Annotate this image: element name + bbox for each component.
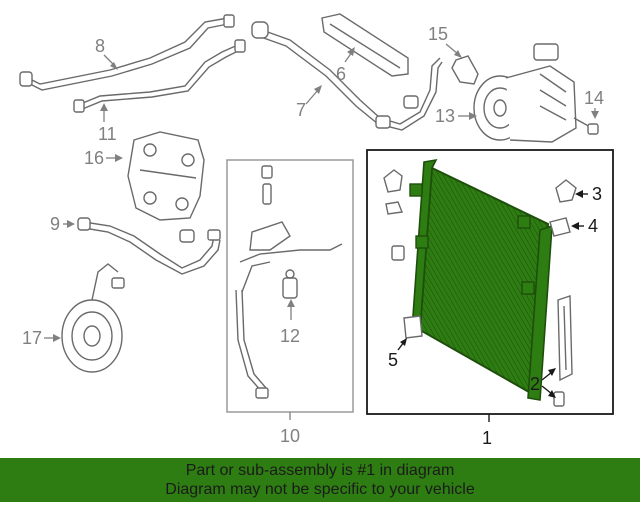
callout-14: 14 [584,88,604,119]
svg-text:14: 14 [584,88,604,108]
part-4-grommet[interactable] [385,201,571,237]
part-14-bolt[interactable] [573,117,599,135]
part-15-bracket[interactable] [451,55,479,85]
callout-16: 16 [84,148,123,168]
svg-text:1: 1 [482,428,492,448]
svg-text:8: 8 [95,36,105,56]
callout-3: 3 [575,184,602,204]
callout-1: 1 [482,428,492,448]
callout-7: 7 [296,85,322,120]
svg-text:11: 11 [98,124,117,144]
part-17-clutch[interactable] [61,263,125,373]
part-7-hose[interactable] [251,21,443,131]
callout-17: 17 [22,328,61,348]
svg-text:16: 16 [84,148,104,168]
callout-5: 5 [388,338,407,370]
svg-text:3: 3 [592,184,602,204]
callout-15: 15 [428,24,462,58]
group-box-10 [226,159,354,420]
svg-text:15: 15 [428,24,448,44]
svg-text:9: 9 [50,214,60,234]
callout-2: 2 [530,368,556,398]
callout-11: 11 [98,103,117,144]
group-box-1 [366,149,614,422]
part-11-hose[interactable] [73,39,246,113]
part-6-bracket[interactable] [321,13,409,77]
banner-line-1: Part or sub-assembly is #1 in diagram [185,462,455,479]
callout-12: 12 [280,299,300,346]
part-13-compressor[interactable] [473,43,577,143]
svg-text:4: 4 [588,216,598,236]
part-10-lines[interactable] [235,165,343,399]
callout-9: 9 [50,214,75,234]
svg-text:10: 10 [280,426,300,446]
svg-text:2: 2 [530,374,540,394]
callout-10: 10 [280,426,300,446]
callout-13: 13 [435,106,477,126]
part-3-bracket[interactable] [383,169,577,203]
part-8-hose[interactable] [19,14,235,91]
part-5-mount[interactable] [391,245,423,339]
part-2-receiver-drier[interactable] [553,295,573,407]
svg-text:17: 17 [22,328,42,348]
banner-line-2: Diagram may not be specific to your vehi… [165,481,475,498]
part-16-bracket[interactable] [127,131,205,221]
parts-diagram: 8 11 7 6 15 [19,13,614,448]
callout-6: 6 [336,47,355,84]
part-9-hose[interactable] [77,217,221,275]
svg-text:5: 5 [388,350,398,370]
part-1-condenser[interactable] [409,158,553,401]
callout-4: 4 [571,216,598,236]
callout-8: 8 [95,36,118,70]
part-12-switch[interactable] [282,269,298,299]
svg-text:13: 13 [435,106,455,126]
svg-text:7: 7 [296,100,306,120]
svg-text:6: 6 [336,64,346,84]
fitment-banner: Part or sub-assembly is #1 in diagram Di… [0,458,640,502]
svg-text:12: 12 [280,326,300,346]
